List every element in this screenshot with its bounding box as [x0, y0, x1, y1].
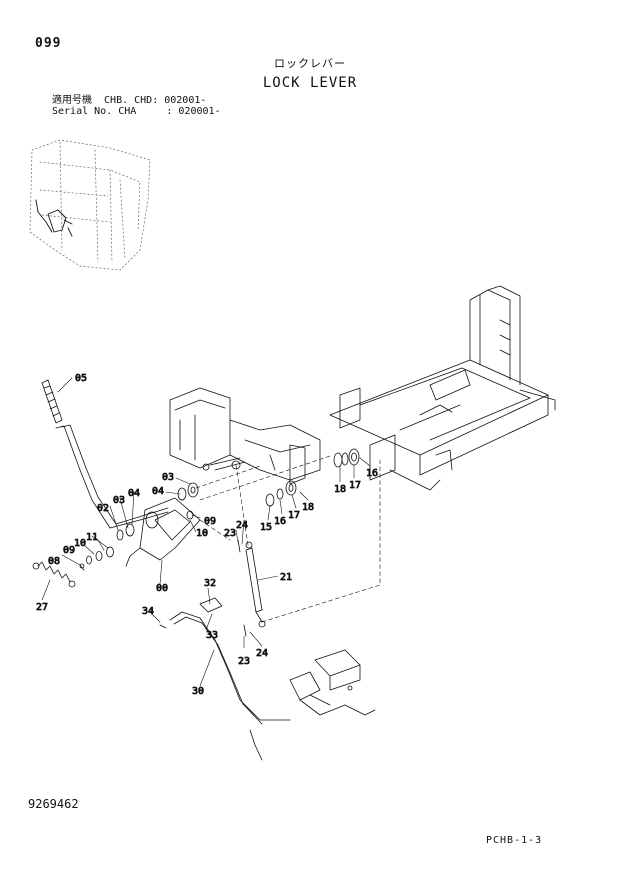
small-pins-center [159, 539, 247, 637]
callout-15: 15 [260, 522, 272, 533]
callout-24b: 24 [256, 648, 268, 659]
leader-lines [41, 377, 371, 687]
lever-plate [125, 497, 201, 567]
callout-03b: 03 [113, 495, 125, 506]
callout-30: 30 [192, 686, 204, 697]
callout-23b: 23 [238, 656, 250, 667]
callout-09a: 09 [204, 516, 216, 527]
pins-left [79, 563, 85, 571]
callout-03a: 03 [162, 472, 174, 483]
title-japanese: ロックレバー [274, 57, 346, 70]
serial-line-2: Serial No. CHA : 020001- [52, 106, 221, 117]
callout-16a: 16 [274, 516, 286, 527]
callout-34: 34 [142, 606, 154, 617]
callout-23a: 23 [224, 528, 236, 539]
callout-27: 27 [36, 602, 48, 613]
callout-17a: 17 [288, 510, 300, 521]
inset-lever-highlight [35, 199, 73, 237]
callout-08: 08 [48, 556, 60, 567]
callout-18a: 18 [302, 502, 314, 513]
bracket-assembly [169, 387, 321, 485]
callout-04b: 04 [128, 488, 140, 499]
serial-info: 適用号機 CHB. CHD: 002001- Serial No. CHA : … [52, 95, 221, 117]
callout-05: 05 [75, 373, 87, 384]
main-frame [329, 285, 556, 491]
construction-lines [195, 455, 381, 623]
lock-cable-30 [169, 597, 291, 761]
callout-09b: 09 [63, 545, 75, 556]
callout-00: 00 [156, 583, 168, 594]
shaft-washers-left [86, 482, 199, 565]
lock-lever [41, 379, 169, 529]
spring-27 [32, 561, 76, 588]
callout-18b: 18 [334, 484, 346, 495]
switch-assembly [289, 649, 376, 716]
callout-33: 33 [206, 630, 218, 641]
shaft-washers-right [265, 448, 360, 507]
callout-10b: 10 [74, 538, 86, 549]
callout-24a: 24 [236, 520, 248, 531]
callout-11: 11 [86, 532, 98, 543]
damper-21 [245, 541, 266, 628]
callout-17b: 17 [349, 480, 361, 491]
callout-16b: 16 [366, 468, 378, 479]
machine-overview-inset [29, 139, 151, 271]
serial-line-1: 適用号機 CHB. CHD: 002001- [52, 95, 207, 106]
document-number: 9269462 [28, 797, 79, 811]
callout-04a: 04 [152, 486, 164, 497]
sheet-code: PCHB-1-3 [486, 835, 543, 846]
callout-10a: 10 [196, 528, 208, 539]
callout-21: 21 [280, 572, 292, 583]
callout-02: 02 [97, 503, 109, 514]
page-number: 099 [35, 36, 62, 51]
callout-32: 32 [204, 578, 216, 589]
page-title: LOCK LEVER [262, 75, 358, 91]
